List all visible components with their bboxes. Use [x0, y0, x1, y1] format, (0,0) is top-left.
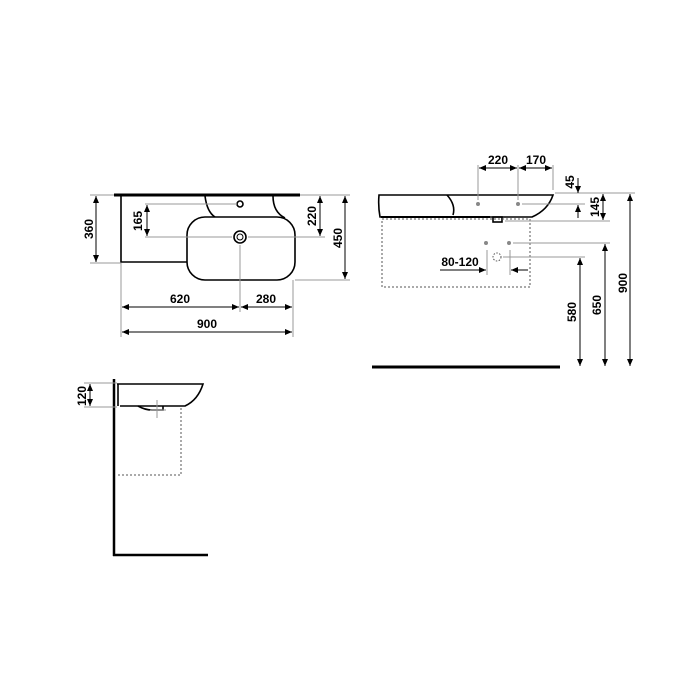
dim-label-tap-to-edge: 170: [526, 153, 546, 167]
extension-lines: [477, 165, 635, 275]
dim-label-80-120: 80-120: [441, 255, 479, 269]
dim-label-360: 360: [82, 219, 96, 239]
dim-label-220: 220: [305, 206, 319, 226]
cabinet-outline-dashed: [117, 408, 182, 476]
extension-lines: [90, 194, 350, 337]
cabinet-outline-dashed: [381, 218, 531, 288]
shelf-curve: [204, 195, 216, 218]
drain-icon: [233, 230, 247, 244]
waste-connection-icon: [492, 252, 502, 262]
basin-outline: [186, 216, 296, 281]
front-view: 220 170 45 145 900 650 580 80-120: [372, 153, 635, 369]
supply-connection-icon: [507, 241, 511, 245]
dim-label-650: 650: [590, 295, 604, 315]
drain-centerline: [150, 400, 166, 418]
dim-label-450: 450: [331, 228, 345, 248]
dim-label-620: 620: [170, 292, 190, 306]
dim-label-120: 120: [75, 386, 89, 406]
dim-label-145: 145: [588, 197, 602, 217]
dim-label-45: 45: [563, 175, 577, 189]
dim-label-900: 900: [197, 317, 217, 331]
basin-front-outline: [377, 194, 555, 218]
side-shelf-outline: [120, 196, 187, 263]
tap-hole-icon: [236, 200, 244, 208]
top-view: 360 165 220 450 620 280 900: [82, 193, 350, 337]
tap-hole-icon: [476, 202, 480, 206]
dim-label-900-height: 900: [616, 273, 630, 293]
dim-label-280: 280: [256, 292, 276, 306]
dim-label-580: 580: [565, 302, 579, 322]
side-view: 120: [75, 379, 208, 557]
drain-inner: [236, 233, 244, 241]
tap-hole-icon: [516, 202, 520, 206]
extension-lines: [84, 382, 117, 408]
basin-side-outline: [117, 383, 205, 407]
supply-connection-icon: [484, 241, 488, 245]
dim-label-tap-spacing: 220: [488, 153, 508, 167]
dim-label-165: 165: [131, 211, 145, 231]
shelf-curve-right: [272, 195, 286, 219]
basin-curve: [446, 194, 455, 216]
